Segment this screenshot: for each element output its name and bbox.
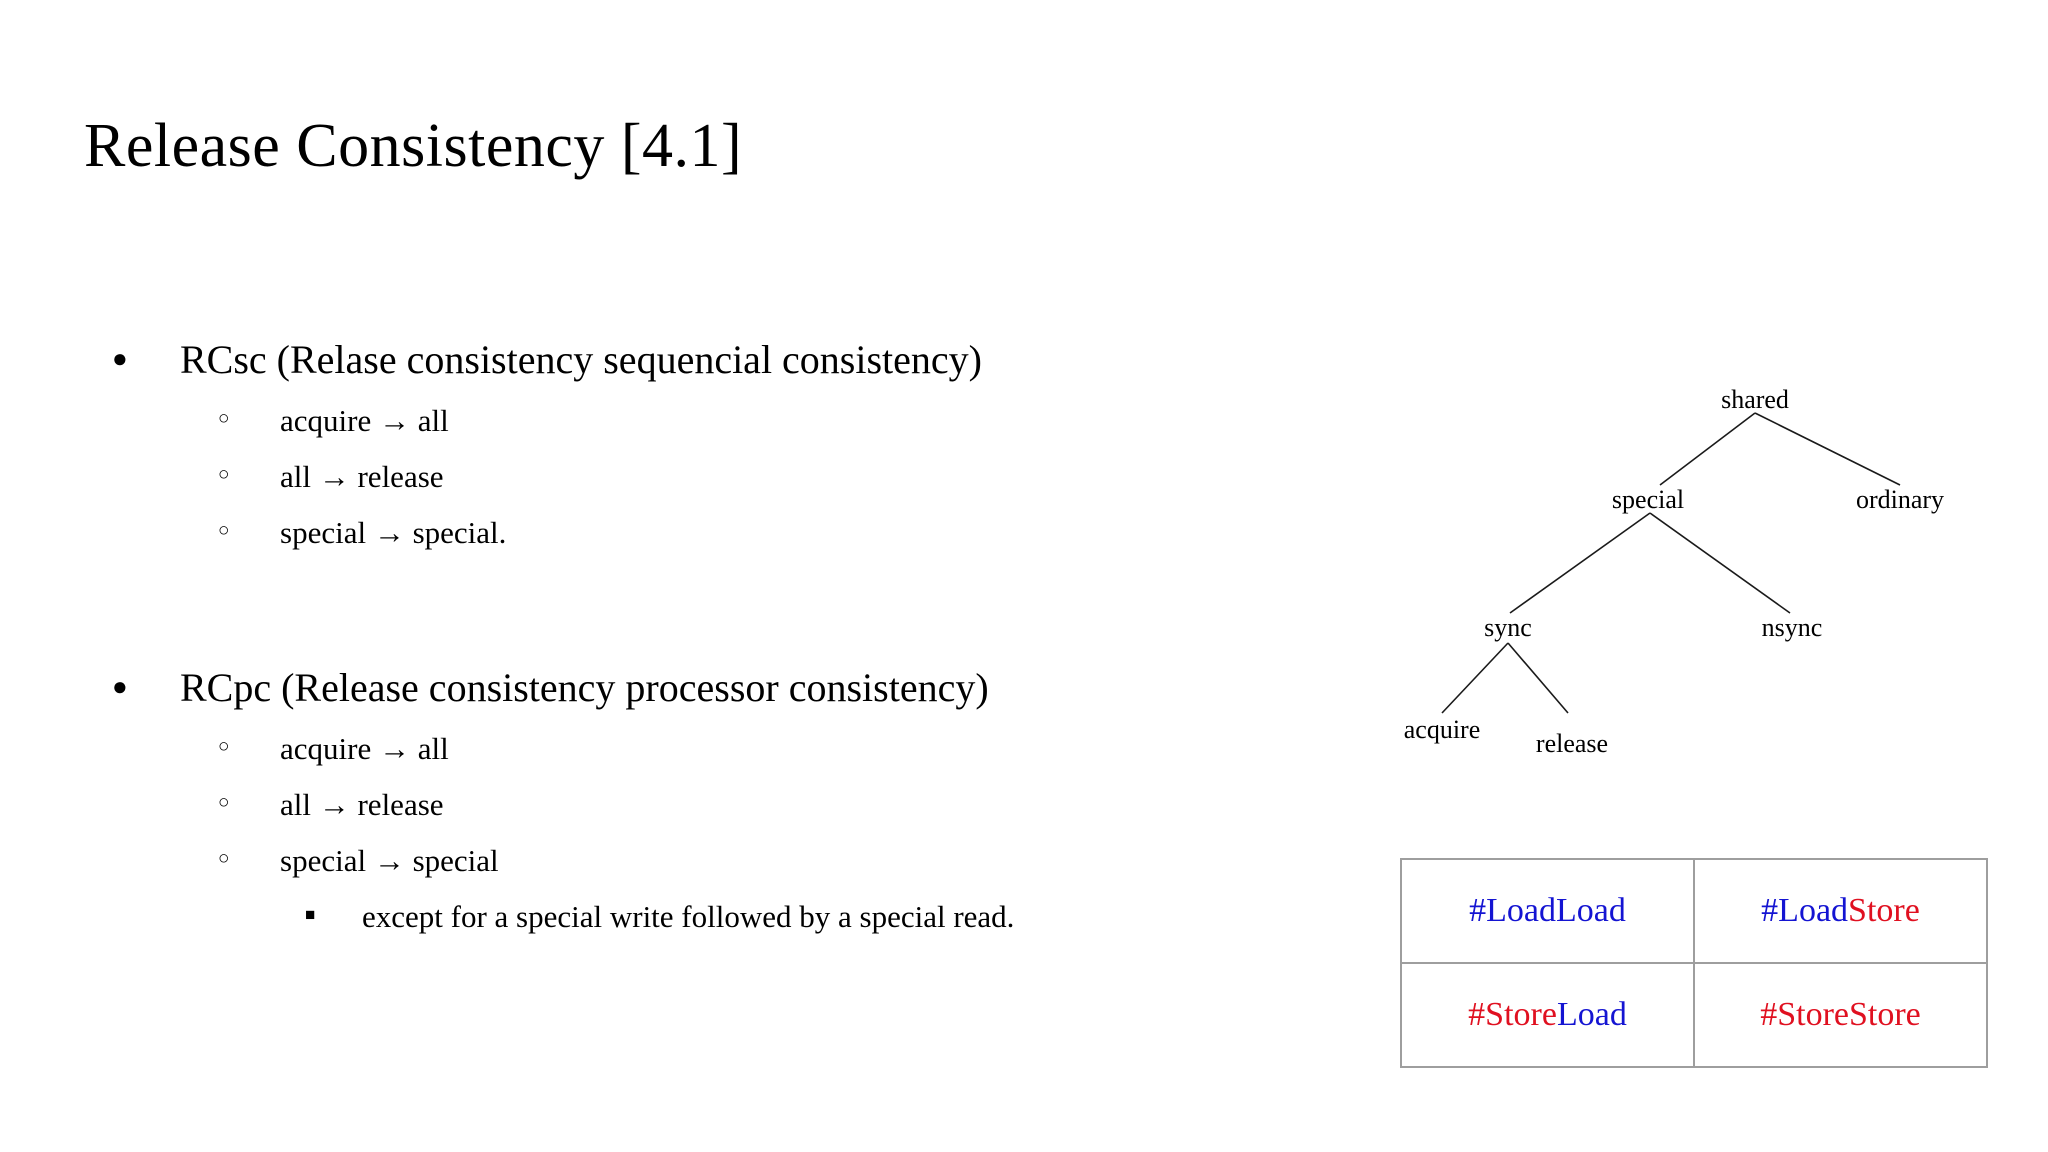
table-row: #LoadLoad #LoadStore [1400,858,1988,964]
tree-node-shared: shared [1721,385,1789,414]
memory-barrier-table: #LoadLoad #LoadStore #StoreLoad #StoreSt… [1400,858,1988,1068]
barrier-prefix: # [1469,892,1487,929]
bullet-rcsc-item-1-label: acquire → all [280,403,449,438]
edge-special-sync [1509,512,1651,614]
barrier-second-op: Load [1556,996,1627,1033]
bullet-rcsc: ● RCsc (Relase consistency sequencial co… [90,340,1330,380]
bullet-rcpc-label: RCpc (Release consistency processor cons… [180,665,989,710]
bullet-rcpc-item-2-label: all → release [280,787,444,822]
edge-shared-special [1659,412,1756,486]
tree-node-nsync: nsync [1761,613,1823,642]
edge-shared-ordinary [1754,412,1901,486]
memory-operation-taxonomy-tree: shared special ordinary sync nsync acqui… [1370,365,2010,785]
barrier-first-op: Load [1486,892,1556,929]
table-cell-storestore: #StoreStore [1693,962,1988,1068]
barrier-second-op: Store [1848,892,1920,929]
bullet-marker-circle: ○ [218,736,230,757]
bullet-marker-circle: ○ [218,848,230,869]
bullet-rcsc-item-3: ○ special → special. [90,517,1330,548]
tree-node-sync: sync [1484,613,1532,642]
tree-node-acquire: acquire [1403,715,1481,744]
page-title: Release Consistency [4.1] [84,112,743,180]
table-row: #StoreLoad #StoreStore [1400,962,1988,1068]
barrier-first-op: Load [1778,892,1849,929]
barrier-prefix: # [1468,996,1486,1033]
bullet-rcpc-item-3: ○ special → special [90,845,1330,876]
bullet-marker-circle: ○ [218,408,230,429]
outline-content: ● RCsc (Relase consistency sequencial co… [90,340,1330,933]
bullet-rcsc-label: RCsc (Relase consistency sequencial cons… [180,337,982,382]
section-spacer [90,548,1330,668]
bullet-rcpc-item-1-label: acquire → all [280,731,449,766]
barrier-prefix: # [1761,892,1779,929]
edge-sync-release [1507,642,1569,714]
tree-node-release: release [1535,729,1609,758]
barrier-prefix: # [1760,996,1778,1033]
barrier-first-op: Store [1777,996,1849,1033]
bullet-marker-circle: ○ [218,792,230,813]
table-cell-storeload: #StoreLoad [1400,962,1695,1068]
table-cell-loadload: #LoadLoad [1400,858,1695,964]
barrier-first-op: Store [1485,996,1557,1033]
bullet-rcpc: ● RCpc (Release consistency processor co… [90,668,1330,708]
bullet-rcpc-item-3-label: special → special [280,843,499,878]
tree-edges [1441,412,1901,714]
tree-node-ordinary: ordinary [1855,485,1945,514]
bullet-marker-square: ■ [305,905,316,924]
tree-node-special: special [1611,485,1685,514]
bullet-rcpc-subitem-1-label: except for a special write followed by a… [362,899,1015,934]
edge-special-nsync [1649,512,1791,614]
bullet-rcpc-item-1: ○ acquire → all [90,733,1330,764]
bullet-rcsc-item-1: ○ acquire → all [90,405,1330,436]
bullet-rcpc-subitem-1: ■ except for a special write followed by… [90,901,1330,932]
bullet-rcsc-item-2: ○ all → release [90,461,1330,492]
bullet-rcsc-item-2-label: all → release [280,459,444,494]
barrier-second-op: Load [1556,892,1626,929]
edge-sync-acquire [1441,642,1509,714]
bullet-marker-disc: ● [112,344,128,373]
bullet-marker-circle: ○ [218,464,230,485]
bullet-rcsc-item-3-label: special → special. [280,515,507,550]
bullet-rcpc-item-2: ○ all → release [90,789,1330,820]
bullet-marker-circle: ○ [218,520,230,541]
bullet-marker-disc: ● [112,672,128,701]
barrier-second-op: Store [1849,996,1921,1033]
table-cell-loadstore: #LoadStore [1693,858,1988,964]
